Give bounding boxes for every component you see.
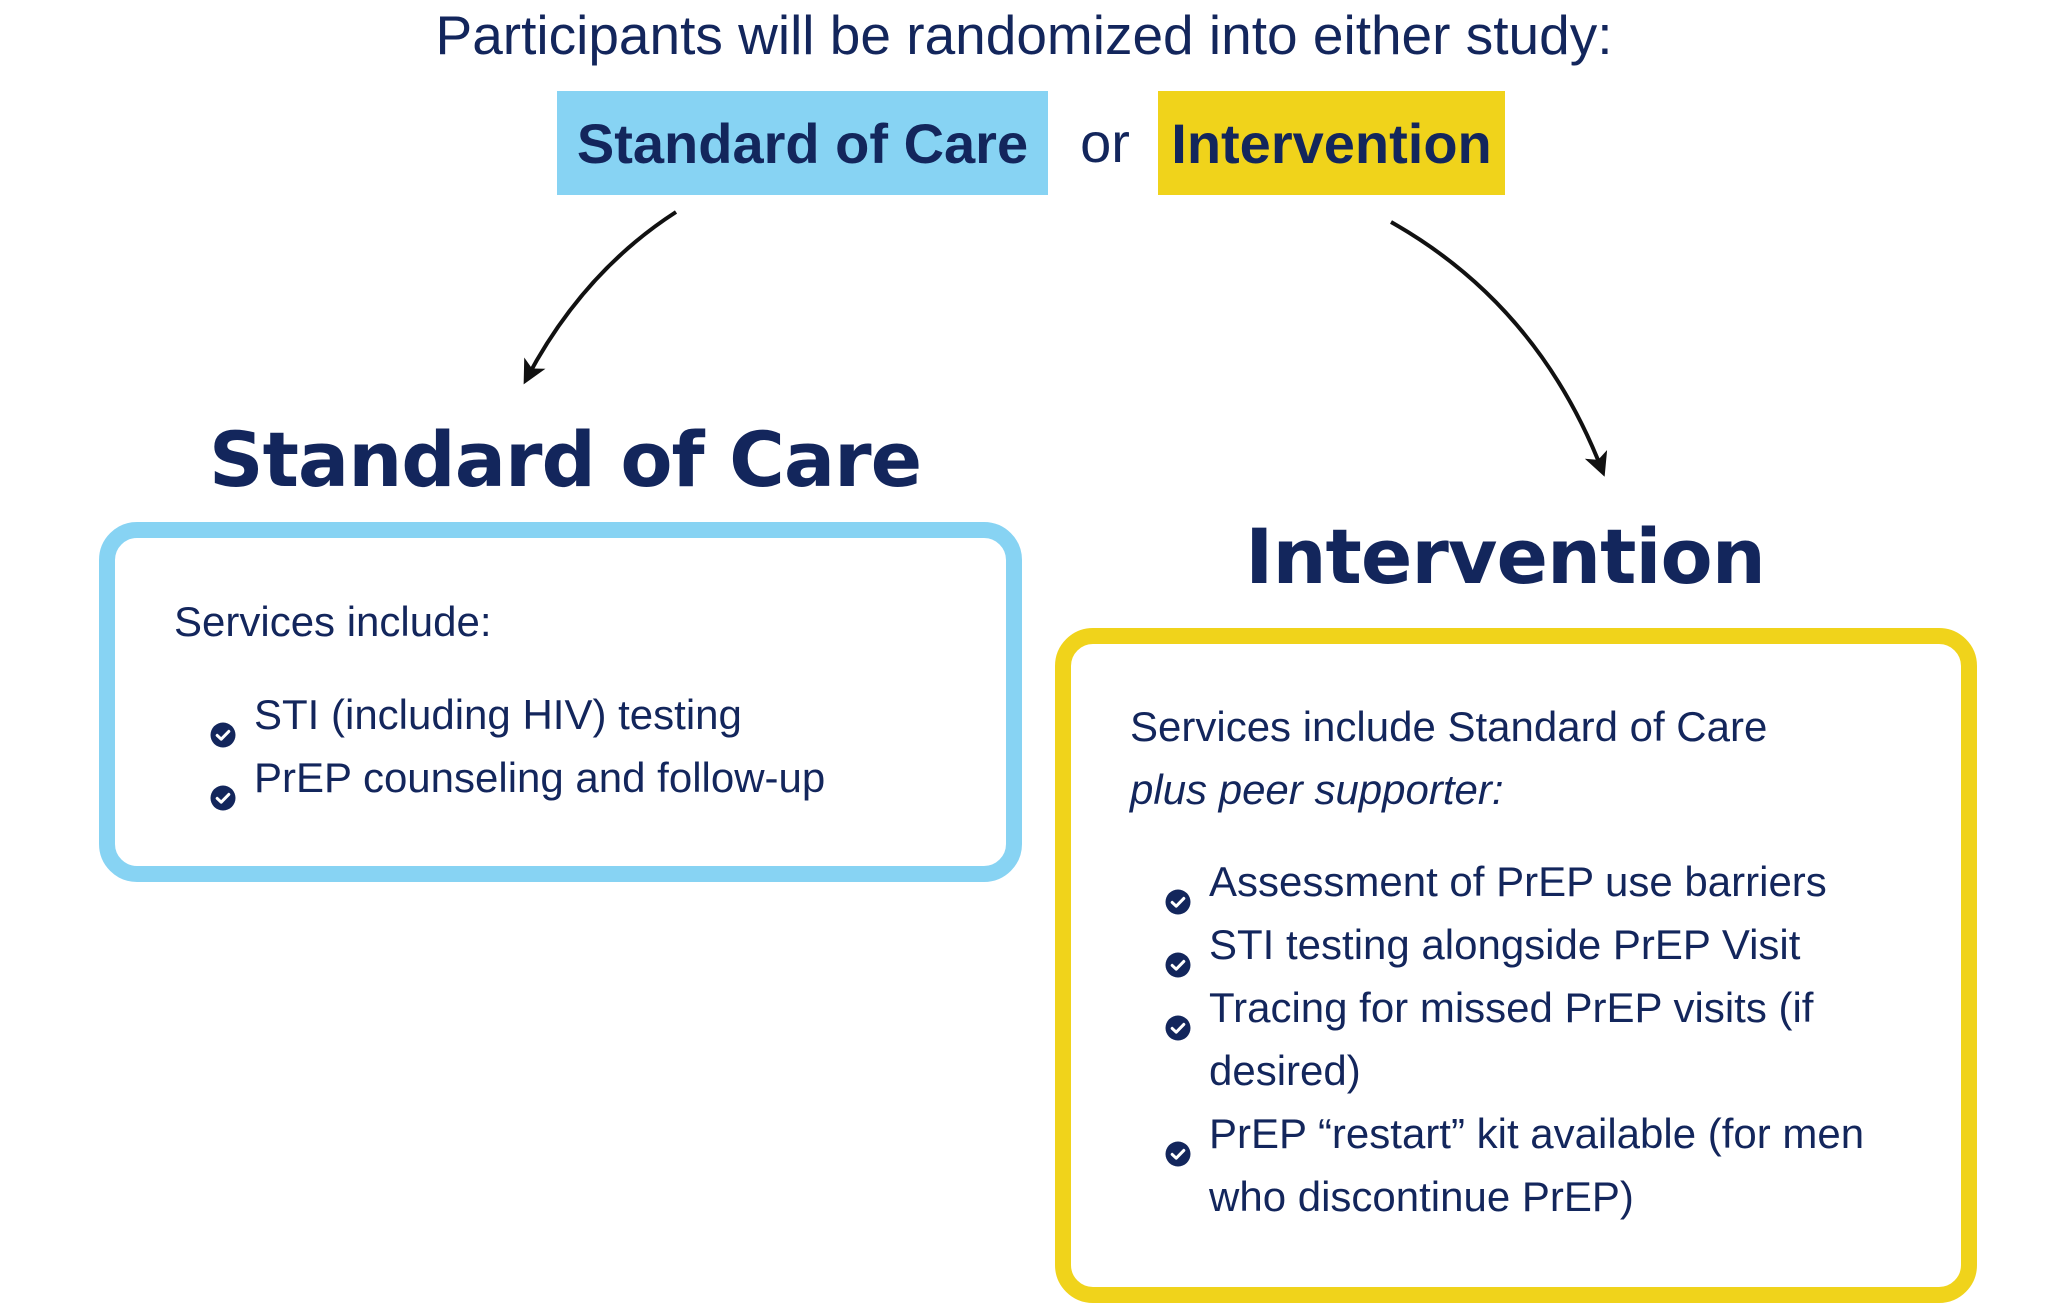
list-item-text: STI (including HIV) testing [254,691,742,738]
intervention-box [1055,628,1977,1303]
list-item: STI (including HIV) testing [210,683,990,748]
list-item-text: PrEP counseling and follow-up [254,754,826,801]
intervention-option: Intervention [1158,91,1505,195]
check-circle-icon [1165,869,1191,915]
list-item-text: Tracing for missed PrEP visits (if desir… [1209,984,1814,1094]
list-item: Tracing for missed PrEP visits (if desir… [1165,976,1895,1102]
standard-of-care-intro: Services include: [174,598,492,645]
list-item: STI testing alongside PrEP Visit [1165,913,1895,978]
standard-of-care-box [99,522,1022,882]
intervention-intro-plain: Services include Standard of Care [1130,703,1768,750]
check-circle-icon [1165,995,1191,1041]
list-item-text: PrEP “restart” kit available (for men wh… [1209,1110,1865,1220]
list-item-text: STI testing alongside PrEP Visit [1209,921,1801,968]
curved-arrow-icon [523,210,678,385]
intervention-services: Assessment of PrEP use barriers STI test… [1165,850,1895,1228]
standard-of-care-title: Standard of Care [208,415,922,504]
list-item: PrEP “restart” kit available (for men wh… [1165,1102,1895,1228]
headline: Participants will be randomized into eit… [435,4,1613,66]
intervention-intro-emphasis: plus peer supporter: [1130,766,1504,813]
curved-arrow-icon [1390,220,1608,477]
check-circle-icon [210,702,236,748]
check-circle-icon [1165,1121,1191,1167]
intervention-title: Intervention [1245,512,1766,601]
list-item: Assessment of PrEP use barriers [1165,850,1895,915]
or-connector: or [1080,111,1130,174]
check-circle-icon [210,765,236,811]
list-item-text: Assessment of PrEP use barriers [1209,858,1827,905]
standard-of-care-services: STI (including HIV) testing PrEP counsel… [210,683,990,811]
list-item: PrEP counseling and follow-up [210,746,990,811]
intervention-intro: Services include Standard of Care plus p… [1130,695,1920,821]
standard-of-care-option: Standard of Care [557,91,1048,195]
check-circle-icon [1165,932,1191,978]
